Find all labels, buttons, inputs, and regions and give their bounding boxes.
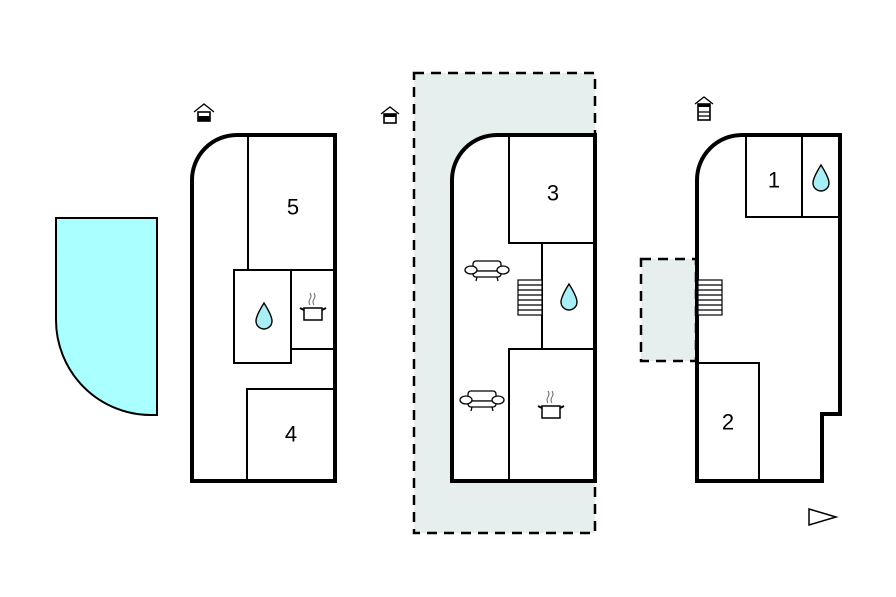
stairs-icon — [517, 279, 543, 316]
house-level-icon-ground — [193, 103, 215, 122]
exterior-wall — [695, 133, 842, 483]
cooking-pot-icon — [299, 292, 327, 321]
stairs-icon — [697, 279, 723, 316]
floor-left: 5 4 — [190, 103, 337, 483]
room-label-3: 3 — [547, 181, 559, 206]
water-drop-icon — [812, 163, 830, 192]
exterior-wall — [190, 133, 337, 483]
room-label-5: 5 — [287, 195, 299, 220]
room-label-2: 2 — [722, 410, 734, 435]
sofa-icon — [459, 390, 505, 412]
water-drop-icon — [255, 301, 273, 330]
kitchen — [508, 348, 596, 482]
cooking-pot-icon — [537, 390, 565, 419]
kitchen — [290, 269, 336, 350]
water-drop-icon — [560, 282, 578, 311]
room-2 — [696, 362, 760, 482]
room-label-1: 1 — [768, 168, 780, 193]
exterior-wall — [450, 133, 597, 483]
house-level-icon-second — [694, 96, 714, 121]
room-label-4: 4 — [285, 422, 297, 447]
bathroom — [801, 134, 841, 218]
floor-middle: 3 — [380, 71, 597, 535]
north-arrow-icon — [808, 507, 839, 527]
sofa-icon — [464, 260, 510, 282]
house-level-icon-first — [380, 106, 400, 124]
room-4 — [246, 388, 336, 482]
swimming-pool — [55, 217, 158, 416]
floor-right: 1 2 — [639, 96, 842, 483]
terrace-area — [639, 257, 698, 363]
